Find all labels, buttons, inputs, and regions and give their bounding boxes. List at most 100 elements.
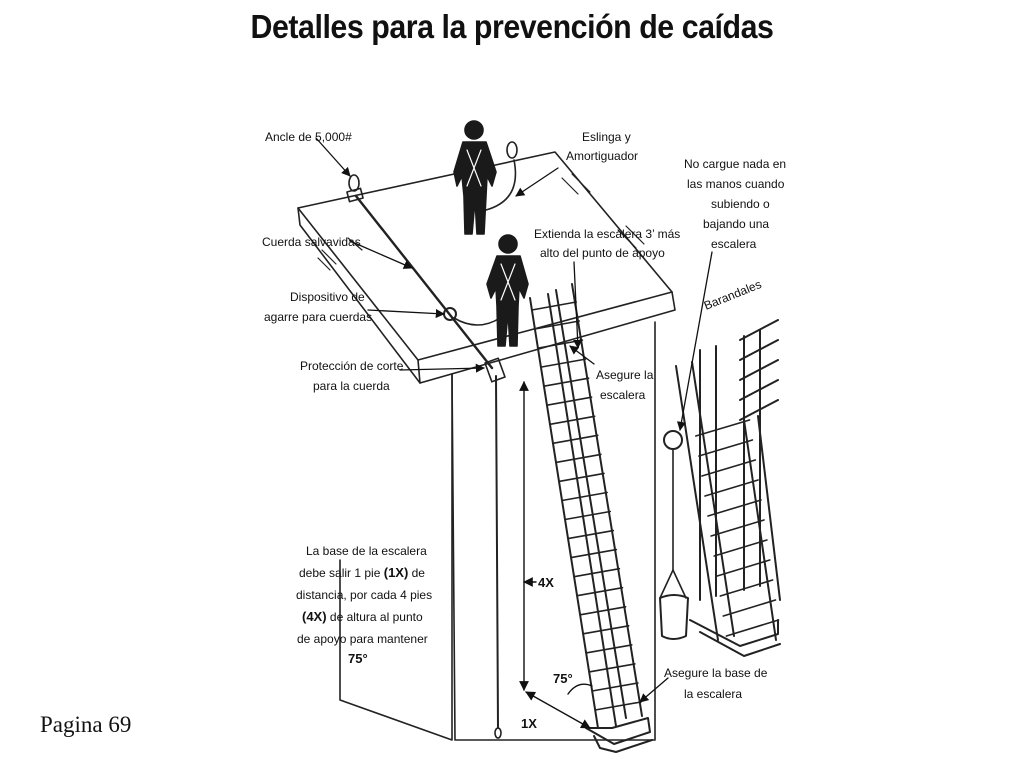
label-secure-base-1: Asegure la base de xyxy=(664,666,768,680)
angle-arc xyxy=(567,683,593,695)
lifeline-rope xyxy=(354,194,494,370)
ladder-rung xyxy=(561,491,608,502)
label-base-rule-4: (4X) de altura al punto xyxy=(302,609,423,624)
ladder-rung xyxy=(549,415,596,426)
ladder-rail-right xyxy=(547,293,617,727)
ladder-rung xyxy=(585,644,633,654)
stair-rails xyxy=(675,361,781,641)
anchor-ring xyxy=(348,174,360,192)
label-cut-protection-1: Protección de corte xyxy=(300,359,404,373)
label-no-carry-2: las manos cuando xyxy=(687,177,785,191)
page-number: Pagina 69 xyxy=(40,712,132,737)
worker-upper xyxy=(453,120,497,235)
leader-rope-grab xyxy=(367,309,445,319)
diagram-labels: Ancle de 5,000# Eslinga y Amortiguador N… xyxy=(262,130,786,731)
ladder-rung xyxy=(588,663,636,673)
label-secure-ladder-2: escalera xyxy=(600,388,646,402)
ladder-rung xyxy=(591,682,639,692)
ladder-rail-left-2 xyxy=(555,289,627,719)
label-no-carry-1: No cargue nada en xyxy=(684,157,786,171)
parapet-marks xyxy=(317,173,645,271)
ladder-rung xyxy=(582,624,630,635)
leader-lines xyxy=(315,137,713,703)
ladder-rung xyxy=(534,320,581,330)
bucket xyxy=(659,594,689,640)
label-base-rule-5: de apoyo para mantener xyxy=(297,632,428,646)
rope-end xyxy=(494,727,502,739)
label-no-carry-5: escalera xyxy=(711,237,757,251)
lifeline-drop xyxy=(495,375,499,729)
stair-rung xyxy=(707,499,762,517)
ladder-rung xyxy=(564,510,612,521)
ladder-rung xyxy=(558,472,605,483)
wall-left xyxy=(339,373,453,741)
leader-sling xyxy=(515,167,559,197)
cut-protector xyxy=(484,357,506,383)
guardrail-posts xyxy=(699,319,779,601)
stair-rung xyxy=(725,619,780,637)
leader-no-carry xyxy=(676,251,713,431)
stair-rung xyxy=(719,579,774,597)
ladder-rung xyxy=(555,453,602,464)
label-guardrails: Barandales xyxy=(702,277,764,313)
label-base-rule-3: distancia, por cada 4 pies xyxy=(296,588,432,602)
ladder-rung xyxy=(531,301,578,311)
stair-rung xyxy=(713,539,768,557)
worker-lower-body xyxy=(486,255,529,347)
stair-rungs xyxy=(694,419,780,637)
label-no-carry-4: bajando una xyxy=(703,217,769,231)
ladder-rung xyxy=(567,529,615,540)
label-base-1x: 1X xyxy=(521,716,537,731)
harness-lines xyxy=(466,149,516,301)
stair-rung xyxy=(716,559,771,577)
worker-lower xyxy=(486,234,529,347)
anchor-ring-2 xyxy=(506,141,518,159)
pulley xyxy=(663,430,683,450)
label-base-rule-6: 75° xyxy=(348,651,368,666)
dimension-lines xyxy=(519,381,593,729)
ladder-rung xyxy=(570,548,618,559)
label-rope-grab-1: Dispositivo de xyxy=(290,290,365,304)
ladder-rung xyxy=(540,358,587,368)
label-secure-ladder-1: Asegure la xyxy=(596,368,654,382)
ladder-rung xyxy=(543,377,590,388)
wall-front xyxy=(451,321,656,741)
ladder-rung xyxy=(537,339,584,349)
stair-rung xyxy=(722,599,777,617)
stair-rung xyxy=(694,419,751,437)
worker-lower-head xyxy=(498,234,518,254)
ladder-rungs xyxy=(531,301,642,711)
lanyard xyxy=(485,159,517,211)
ladder-rung xyxy=(546,396,593,407)
label-cut-protection-2: para la cuerda xyxy=(313,379,390,393)
ladder-rail-right-2 xyxy=(571,283,643,717)
label-base-rule-2: debe salir 1 pie (1X) de xyxy=(299,565,425,580)
label-height-4x: 4X xyxy=(538,575,554,590)
base-1x-line xyxy=(525,691,591,729)
worker-upper-head xyxy=(464,120,484,140)
leader-lifeline xyxy=(349,240,413,269)
label-base-rule-1: La base de la escalera xyxy=(306,544,427,558)
ladder-rung xyxy=(552,434,599,445)
ladder-rung xyxy=(594,701,642,711)
page-title: Detalles para la prevención de caídas xyxy=(250,8,774,45)
label-lifeline: Cuerda salvavidas xyxy=(262,235,361,249)
leader-secure-base xyxy=(639,677,669,703)
stair-rung xyxy=(701,459,757,477)
stair-base xyxy=(689,619,781,657)
label-extend-1: Extienda la escalera 3’ más xyxy=(534,227,680,241)
label-extend-2: alto del punto de apoyo xyxy=(540,246,665,260)
ladder-rail-left xyxy=(529,297,599,729)
ladder-rung xyxy=(576,586,624,597)
lifeline-system xyxy=(346,141,518,739)
guardrail-ladder xyxy=(675,319,781,657)
ladder-rung xyxy=(573,567,621,578)
label-secure-base-2: la escalera xyxy=(684,687,742,701)
leader-cut-protection xyxy=(399,363,485,373)
label-sling-2: Amortiguador xyxy=(566,149,638,163)
leader-anchor xyxy=(315,137,351,177)
extension-ladder xyxy=(529,283,653,753)
tool-bucket xyxy=(659,430,689,640)
label-rope-grab-2: agarre para cuerdas xyxy=(264,310,372,324)
